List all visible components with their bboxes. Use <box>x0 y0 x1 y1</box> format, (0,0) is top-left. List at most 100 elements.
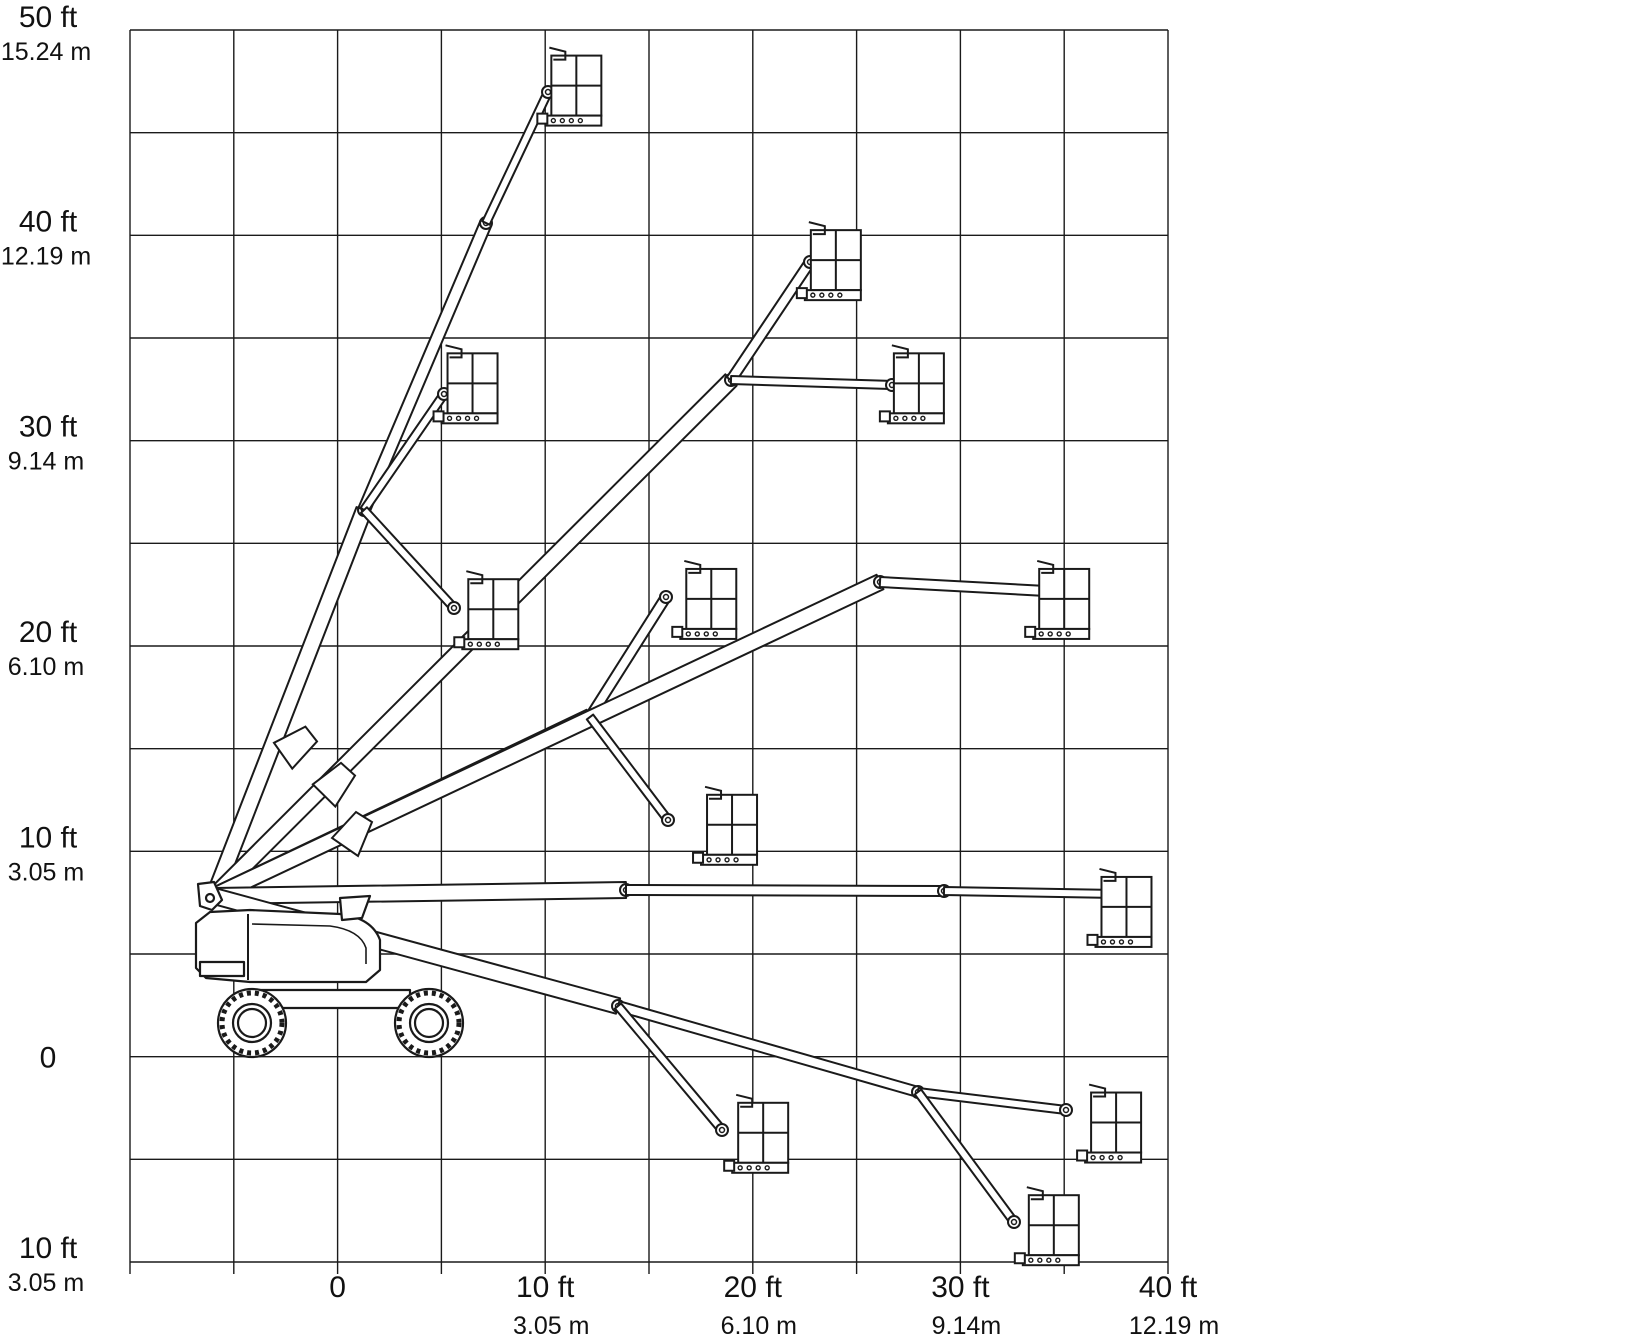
boom-joint-pin <box>718 1126 726 1134</box>
control-box <box>445 344 463 359</box>
platform-basket <box>1013 1186 1080 1267</box>
basket-bolt <box>1117 1154 1123 1161</box>
basket-bolt <box>828 292 834 298</box>
platform-rotator <box>536 112 549 125</box>
control-box <box>466 570 484 585</box>
platform-basket <box>671 559 738 640</box>
basket-bolt <box>837 292 843 298</box>
wheel-hub <box>236 1007 268 1039</box>
x-label-ft: 0 <box>329 1271 346 1304</box>
control-box <box>1036 559 1055 574</box>
y-label-ft: 0 <box>40 1042 57 1075</box>
boom-pivot-pin <box>204 892 216 904</box>
basket-bolt <box>703 631 709 637</box>
lift-cylinder <box>311 761 357 809</box>
upper-boom <box>624 884 946 897</box>
y-label-m: 3.05 m <box>8 1269 84 1297</box>
basket-bolt <box>1055 1257 1061 1263</box>
basket-bolt <box>724 857 730 863</box>
boom-joint-pin <box>440 390 448 398</box>
basket-bolt <box>577 117 584 124</box>
platform-rotator <box>723 1159 736 1172</box>
jib-arm <box>360 506 458 612</box>
platform-basket <box>692 785 759 866</box>
lift-cylinder <box>272 725 319 771</box>
basket-bolt <box>1108 1154 1114 1161</box>
boom-joint-pin <box>1010 1218 1018 1226</box>
y-label-ft: 50 ft <box>19 1 78 34</box>
basket-bolt <box>810 292 816 298</box>
platform-basket <box>1024 559 1091 640</box>
control-box <box>1026 1186 1044 1201</box>
basket-bolt <box>755 1165 761 1171</box>
basket-bolt <box>550 117 557 124</box>
basket-bolt <box>694 631 700 637</box>
basket-bolt <box>1065 631 1071 637</box>
y-label-ft: 10 ft <box>19 1232 78 1265</box>
basket-bolt <box>1038 631 1044 637</box>
counterweight-lift-cylinder <box>338 894 372 922</box>
jib-arm <box>729 375 894 390</box>
basket-bolt <box>706 857 712 863</box>
basket-bolt <box>1118 939 1125 945</box>
basket-bolt <box>1047 631 1053 637</box>
basket-bolt <box>1028 1257 1034 1263</box>
control-box <box>704 785 723 800</box>
jib-arm <box>585 713 673 824</box>
y-label-ft: 40 ft <box>19 205 78 238</box>
x-label-m: 6.10 m <box>721 1312 797 1340</box>
platform-rotator <box>795 287 808 300</box>
y-label-ft: 10 ft <box>19 821 78 854</box>
basket-bolt <box>685 631 691 637</box>
platform-basket <box>432 344 499 425</box>
wheel-hub <box>413 1007 445 1039</box>
upper-boom <box>615 1000 921 1098</box>
upper-boom <box>725 258 816 384</box>
basket-bolt <box>737 1165 743 1171</box>
platform-basket <box>795 221 862 302</box>
basket-bolt <box>733 857 739 863</box>
basket-bolt <box>485 641 491 647</box>
basket-bolt <box>568 117 575 124</box>
platform-rotator <box>878 410 891 423</box>
control-box <box>808 221 826 236</box>
control-box <box>549 46 567 61</box>
wheel-tread <box>219 990 285 1056</box>
basket-bolt <box>559 117 566 124</box>
basket-bolt <box>494 641 500 647</box>
basket-bolt <box>893 415 899 422</box>
x-label-ft: 40 ft <box>1139 1271 1198 1304</box>
x-label-m: 3.05 m <box>513 1312 589 1340</box>
y-label-m: 9.14 m <box>8 448 84 476</box>
chassis-bumper <box>198 960 246 978</box>
boom-joint-pin <box>664 816 672 824</box>
platforms <box>432 46 1153 1267</box>
y-label-m: 12.19 m <box>1 242 91 270</box>
x-label-ft: 20 ft <box>724 1271 783 1304</box>
x-label-ft: 10 ft <box>516 1271 575 1304</box>
basket-bolt <box>764 1165 770 1171</box>
platform-rotator <box>1013 1252 1026 1265</box>
machine-base <box>194 880 465 1059</box>
main-boom <box>212 881 628 905</box>
basket-bolt <box>476 641 482 647</box>
boom-joint-pin <box>544 88 552 96</box>
basket-bolt <box>446 415 453 422</box>
control-box <box>1088 1083 1107 1098</box>
jib-arm <box>916 1087 1068 1115</box>
basket-bolt <box>1127 939 1134 945</box>
platform-basket <box>453 570 520 651</box>
control-box <box>891 344 909 359</box>
basket-bolt <box>1046 1257 1052 1263</box>
platform-rotator <box>1024 625 1037 638</box>
control-box <box>735 1093 754 1108</box>
platform-rotator <box>432 410 445 423</box>
basket-bolt <box>455 415 462 422</box>
basket-bolt <box>902 415 908 422</box>
boom-joint-pin <box>450 604 458 612</box>
platform-rotator <box>453 636 466 649</box>
jib-arm <box>481 89 553 226</box>
wheel-tread <box>396 990 462 1056</box>
control-box <box>1099 867 1117 882</box>
